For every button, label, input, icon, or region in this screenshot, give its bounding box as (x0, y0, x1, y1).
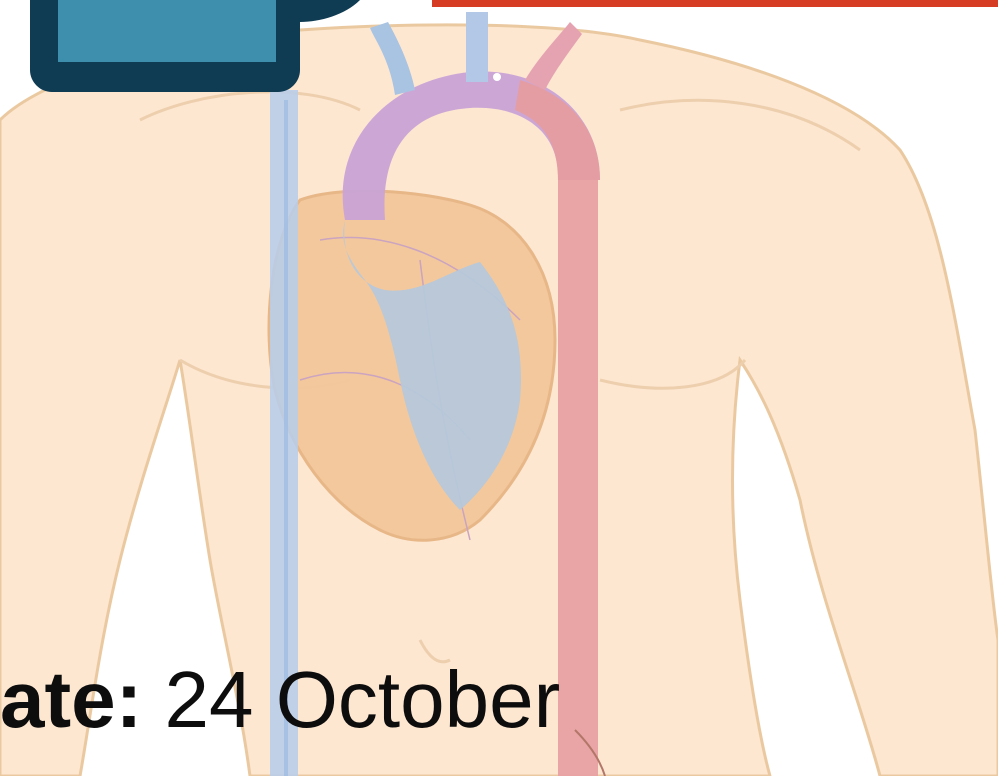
arch-marker (493, 73, 501, 81)
date-line: ate: 24 October (0, 640, 560, 760)
accent-bar (432, 0, 998, 7)
date-label: ate: (0, 655, 142, 744)
descending-aorta (558, 180, 598, 776)
date-value: 24 October (142, 655, 560, 744)
arch-branch (466, 12, 488, 82)
badge-fill (58, 0, 276, 62)
